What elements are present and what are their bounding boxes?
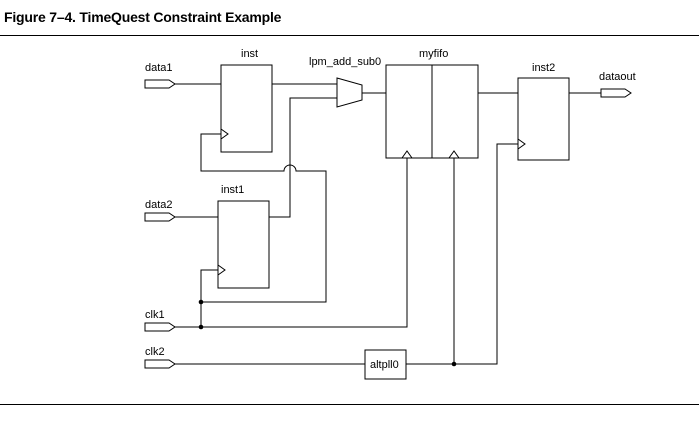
port-clk1 [144,322,176,332]
port-dataout [600,88,632,98]
inst2-clock-pin [517,138,526,150]
junction-clk1-branch [198,299,204,305]
label-dataout: dataout [599,71,636,83]
junction-pll-out [451,361,457,367]
label-inst2: inst2 [532,62,555,74]
top-rule [0,35,699,36]
label-myfifo: myfifo [419,48,448,60]
label-clk2: clk2 [145,346,165,358]
wire-clk1-to-inst1 [200,269,218,302]
wires [175,83,601,365]
inst-clock-pin [220,128,229,140]
figure-title: Figure 7–4. TimeQuest Constraint Example [4,9,282,25]
label-altpll0: altpll0 [370,359,399,371]
label-lpm-add-sub0: lpm_add_sub0 [309,56,381,68]
block-inst1 [217,200,270,289]
block-inst2 [517,77,570,161]
bottom-rule [0,404,699,405]
wire-altpll0-to-inst2 [406,143,518,365]
label-data2: data2 [145,199,173,211]
inst1-clock-pin [217,264,226,276]
junction-clk1 [198,324,204,330]
myfifo-write-clock-pin [401,150,413,159]
label-inst1: inst1 [221,184,244,196]
block-altpll0 [364,349,407,380]
myfifo-read-clock-pin [448,150,460,159]
wire-clk1-to-inst [200,133,327,327]
label-data1: data1 [145,62,173,74]
block-inst [220,64,273,153]
wire-clk1-to-myfifo [175,158,408,328]
label-inst: inst [241,48,258,60]
label-clk1: clk1 [145,309,165,321]
port-data1 [144,79,176,89]
port-clk2 [144,359,176,369]
wire-inst1-to-adder [269,97,337,218]
port-data2 [144,212,176,222]
block-lpm-add-sub0 [336,77,363,108]
